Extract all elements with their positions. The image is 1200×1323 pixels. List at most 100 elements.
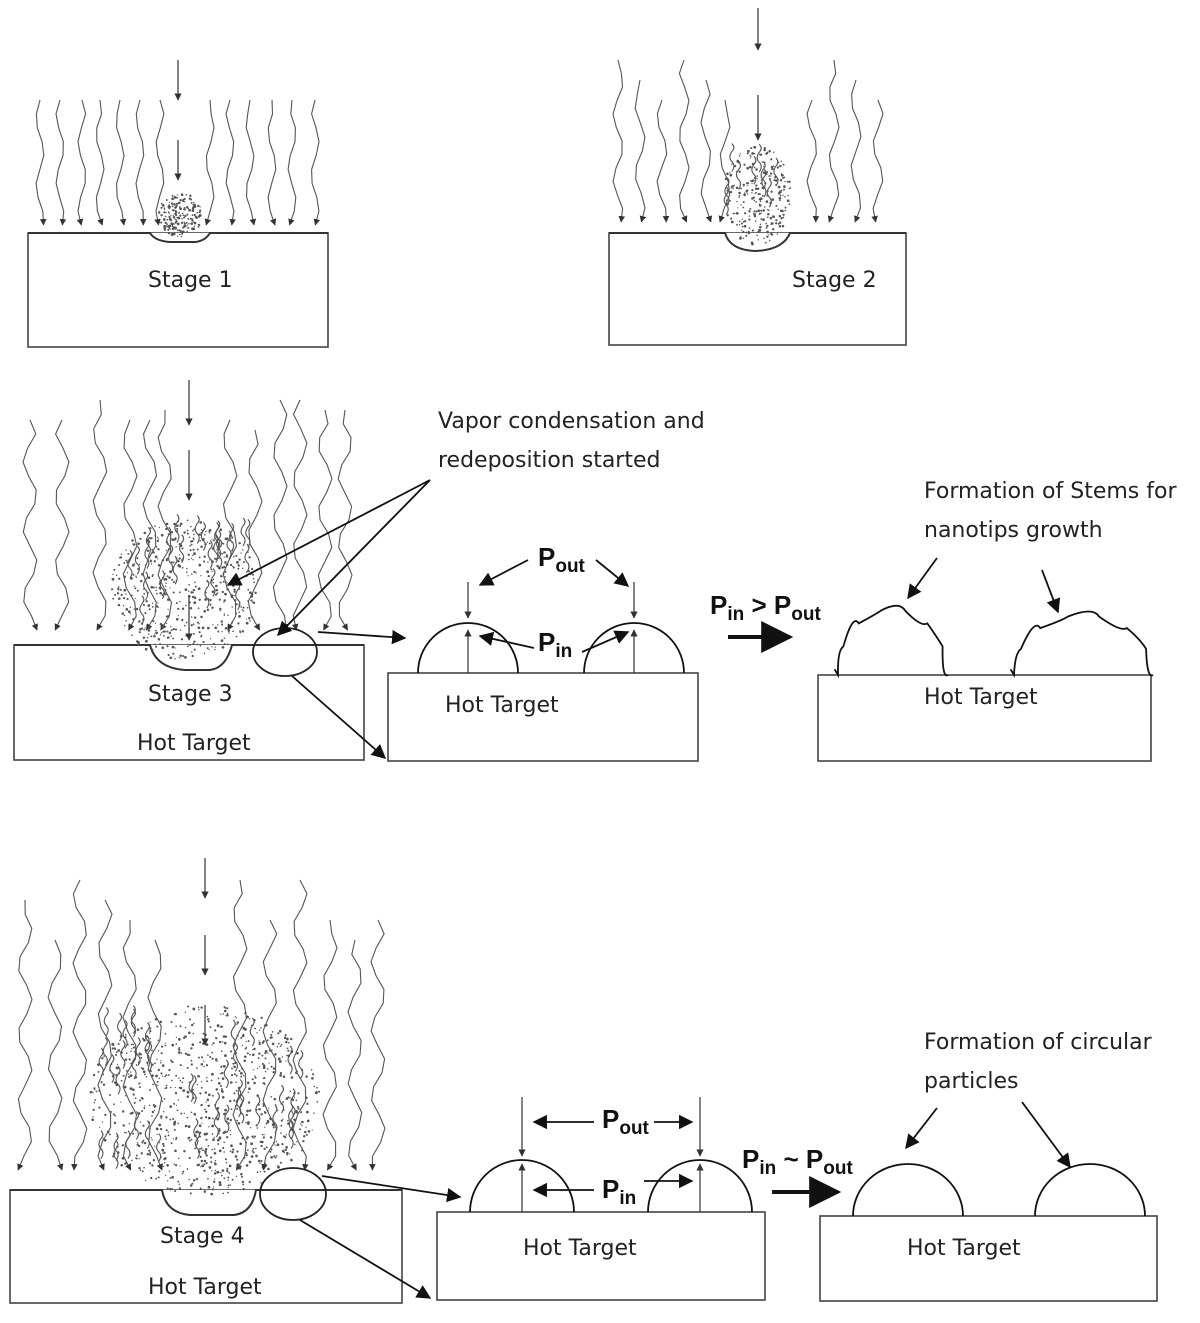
particle-dot: [225, 555, 229, 558]
vapor-curl: [144, 1035, 150, 1065]
particle-dot: [198, 556, 201, 559]
particle-dot: [226, 1167, 229, 1170]
particle-dot: [279, 1161, 282, 1164]
particle-dot: [264, 1126, 266, 1128]
particle-dot: [200, 1056, 204, 1059]
particle-dot: [301, 1149, 304, 1152]
vapor-line: [204, 99, 215, 226]
particle-dot: [179, 1064, 181, 1066]
particle-dot: [188, 197, 191, 200]
particle-dot: [729, 173, 732, 176]
particle-dot: [263, 1170, 266, 1173]
particle-dot: [177, 1157, 180, 1160]
particle-dot: [178, 1077, 180, 1079]
particle-dot: [290, 1137, 293, 1140]
particle-dot: [181, 607, 185, 610]
particle-dot: [768, 239, 771, 242]
pin-pointer-right: [581, 630, 630, 653]
particle-dot: [766, 190, 769, 193]
particle-dot: [307, 1130, 311, 1133]
particle-dot: [226, 1012, 229, 1015]
particle-dot: [180, 193, 184, 197]
particle-dot: [276, 1155, 278, 1157]
particle-dot: [183, 207, 186, 209]
particle-dot: [173, 203, 176, 206]
particle-dot: [218, 1181, 222, 1184]
particle-dot: [751, 241, 754, 243]
particle-dot: [214, 626, 218, 630]
particle-dot: [123, 1085, 127, 1089]
particle-dot: [735, 186, 739, 190]
particle-dot: [228, 1164, 232, 1168]
particle-dot: [120, 553, 123, 555]
particle-dot: [215, 1037, 217, 1039]
particle-dot: [156, 592, 158, 595]
particle-dot: [220, 639, 224, 643]
particle-dot: [191, 1023, 194, 1027]
particle-dot: [163, 630, 166, 633]
particle-dot: [154, 609, 157, 612]
particle-dot: [217, 538, 220, 541]
particle-dot: [225, 1161, 228, 1164]
particle-dot: [256, 1094, 259, 1097]
particle-dot: [224, 592, 227, 596]
particle-dot: [132, 1132, 135, 1135]
particle-dot: [173, 1128, 176, 1131]
particle-dot: [301, 1068, 304, 1072]
particle-dot: [204, 1148, 208, 1151]
particle-dot: [235, 1017, 237, 1019]
stage-2-panel: Stage 2: [608, 8, 907, 346]
particle-dot: [149, 1151, 152, 1154]
particle-dot: [732, 212, 735, 215]
particle-dot: [228, 632, 230, 634]
pin-label-4: Pin: [602, 1174, 636, 1209]
particle-dot: [214, 1162, 217, 1166]
particle-dot: [175, 617, 179, 621]
stage-1-ablated-material: [158, 193, 202, 238]
particle-dot: [759, 223, 762, 225]
particle-dot: [759, 153, 762, 156]
particle-dot: [227, 614, 229, 617]
particle-dot: [207, 1185, 211, 1189]
particle-dot: [159, 622, 163, 626]
particle-dot: [204, 1108, 206, 1111]
particle-dot: [211, 590, 215, 594]
particle-dot: [145, 639, 148, 643]
particle-dot: [271, 1031, 274, 1033]
particle-dot: [751, 192, 753, 194]
particle-dot: [142, 1124, 145, 1127]
particle-dot: [252, 1048, 254, 1051]
particle-dot: [142, 1038, 145, 1040]
vapor-curl: [139, 595, 145, 625]
particle-dot: [293, 1096, 296, 1098]
particle-dot: [179, 654, 182, 658]
particle-dot: [256, 1171, 259, 1173]
particle-dot: [183, 197, 186, 201]
particle-dot: [168, 213, 170, 215]
vapor-curl: [207, 540, 213, 569]
particle-dot: [240, 606, 243, 608]
particle-dot: [238, 1069, 241, 1073]
particle-dot: [189, 1139, 191, 1142]
particle-dot: [187, 1137, 190, 1140]
particle-dot: [183, 1150, 186, 1153]
particle-dot: [173, 232, 176, 236]
particle-dot: [287, 1049, 290, 1052]
particle-dot: [193, 632, 195, 635]
stage-3-zoom-connector-top: [317, 629, 407, 645]
particle-dot: [134, 1030, 137, 1033]
particle-dot: [166, 1187, 169, 1190]
particle-dot: [232, 1062, 235, 1065]
particle-dot: [171, 578, 174, 581]
particle-dot: [177, 1099, 180, 1101]
stems-pointer-left: [907, 557, 938, 600]
particle-dot: [132, 1093, 135, 1096]
particle-dot: [772, 151, 775, 153]
stage-4-vapor-plume: [17, 879, 386, 1171]
particle-dot: [287, 1119, 289, 1122]
particle-dot: [97, 1063, 100, 1066]
particle-dot: [258, 1041, 261, 1044]
particle-dot: [186, 1168, 189, 1170]
vapor-curl: [224, 1104, 230, 1134]
particle-dot: [191, 218, 194, 220]
